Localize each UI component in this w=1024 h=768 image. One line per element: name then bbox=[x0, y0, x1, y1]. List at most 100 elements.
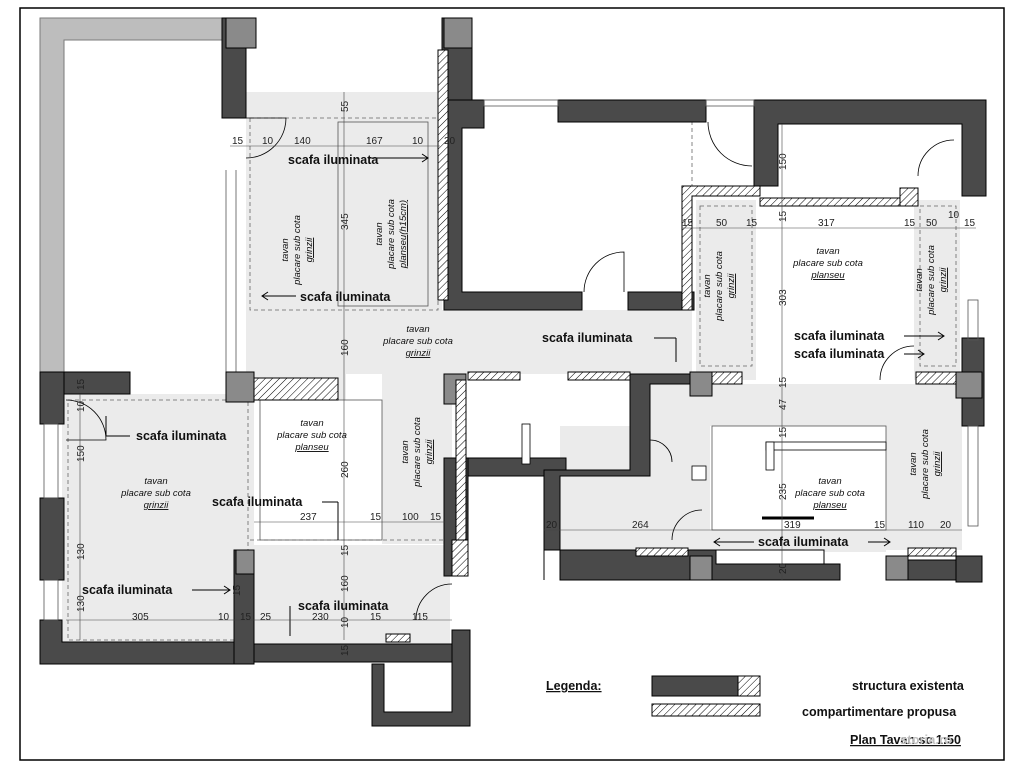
dim-text: 15 bbox=[964, 218, 976, 229]
dimension-lines bbox=[66, 92, 976, 640]
dim-text: 10 bbox=[218, 612, 230, 623]
dim-text: 15 bbox=[778, 210, 789, 222]
dim-text: 160 bbox=[340, 575, 351, 592]
ceiling-note: tavan bbox=[914, 268, 925, 291]
ceiling-note: grinzii bbox=[424, 439, 435, 465]
ceiling-note: placare sub cota bbox=[792, 258, 863, 269]
dim-text: 345 bbox=[340, 213, 351, 230]
ceiling-note: placare sub cota bbox=[276, 430, 347, 441]
legend-proposed-label: compartimentare propusa bbox=[802, 705, 957, 719]
dim-text: 140 bbox=[294, 136, 311, 147]
plan-scale-title: Plan Tavan sc 1:50 bbox=[850, 733, 961, 747]
ceiling-note: planseu(h15cm) bbox=[398, 200, 409, 269]
dim-text: 15 bbox=[778, 426, 789, 438]
dim-text: 10 bbox=[340, 616, 351, 628]
dim-text: 15 bbox=[240, 612, 252, 623]
ceiling-note: tavan bbox=[400, 440, 411, 463]
dim-text: 15 bbox=[682, 218, 694, 229]
dim-text: 230 bbox=[312, 612, 329, 623]
dim-text: 15 bbox=[232, 136, 244, 147]
dim-text: 20 bbox=[778, 562, 789, 574]
columns bbox=[225, 17, 983, 581]
dim-text: 47 bbox=[778, 398, 789, 410]
dim-text: 10 bbox=[76, 400, 87, 412]
ceiling-note: placare sub cota bbox=[926, 245, 937, 316]
ceiling-note: planseu bbox=[812, 500, 847, 511]
ceiling-note: placare sub cota bbox=[386, 199, 397, 270]
dim-text: 15 bbox=[904, 218, 916, 229]
dim-text: 130 bbox=[76, 543, 87, 560]
ceiling-note: tavan bbox=[816, 246, 839, 257]
ceiling-note: tavan bbox=[280, 238, 291, 261]
legend-existing-label: structura existenta bbox=[852, 679, 965, 693]
scafa-label: scafa iluminata bbox=[300, 290, 391, 304]
ceiling-notes: tavan placare sub cota grinzii tavan pla… bbox=[120, 199, 949, 511]
dim-text: 305 bbox=[132, 612, 149, 623]
legend: Legenda: structura existenta compartimen… bbox=[546, 675, 965, 747]
ceiling-note: placare sub cota bbox=[920, 429, 931, 500]
ceiling-note: tavan bbox=[908, 452, 919, 475]
ceiling-note: planseu bbox=[294, 442, 329, 453]
dimension-texts: 15 10 140 167 10 20 55 345 160 260 15 16… bbox=[76, 100, 976, 656]
dim-text: 20 bbox=[444, 136, 456, 147]
scafa-label: scafa iluminata bbox=[212, 495, 303, 509]
proposed-partitions bbox=[253, 49, 957, 643]
ceiling-zones bbox=[62, 92, 962, 645]
scafa-label: scafa iluminata bbox=[136, 429, 227, 443]
legend-title: Legenda: bbox=[546, 679, 602, 693]
dim-text: 55 bbox=[340, 100, 351, 112]
ceiling-note: grinzii bbox=[938, 267, 949, 293]
ceiling-note: grinzii bbox=[304, 237, 315, 263]
page-frame bbox=[19, 7, 1005, 761]
ceiling-note: grinzii bbox=[726, 273, 737, 299]
dim-text: 110 bbox=[908, 520, 924, 531]
dim-text: 15 bbox=[340, 644, 351, 656]
dim-text: 260 bbox=[340, 461, 351, 478]
scafa-label: scafa iluminata bbox=[758, 535, 849, 549]
dim-text: 150 bbox=[76, 445, 87, 462]
ceiling-note: tavan bbox=[406, 324, 429, 335]
ceiling-note: tavan bbox=[300, 418, 323, 429]
dim-text: 10 bbox=[412, 136, 424, 147]
dim-text: 15 bbox=[778, 376, 789, 388]
scafa-label: scafa iluminata bbox=[794, 329, 885, 343]
scafa-label: scafa iluminata bbox=[794, 347, 885, 361]
dim-text: 15 bbox=[370, 512, 382, 523]
scafa-label: scafa iluminata bbox=[288, 153, 379, 167]
ceiling-note: grinzii bbox=[406, 348, 432, 359]
dim-text: 15 bbox=[430, 512, 442, 523]
dim-text: 10 bbox=[948, 210, 960, 221]
dim-text: 15 bbox=[746, 218, 758, 229]
dim-text: 20 bbox=[940, 520, 952, 531]
ceiling-note: placare sub cota bbox=[292, 215, 303, 286]
outer-light-wall bbox=[39, 17, 227, 373]
dim-text: 25 bbox=[260, 612, 272, 623]
legend-proposed-swatch bbox=[651, 703, 761, 717]
dim-text: 317 bbox=[818, 218, 835, 229]
dim-text: 303 bbox=[778, 289, 789, 306]
dim-text: 15 bbox=[340, 544, 351, 556]
ceiling-note: placare sub cota bbox=[714, 251, 725, 322]
scafa-label: scafa iluminata bbox=[542, 331, 633, 345]
dim-text: 10 bbox=[262, 136, 274, 147]
ceiling-note: grinzii bbox=[144, 500, 170, 511]
ceiling-note: placare sub cota bbox=[120, 488, 191, 499]
dim-text: 235 bbox=[778, 483, 789, 500]
dim-text: 50 bbox=[926, 218, 938, 229]
scafa-label: scafa iluminata bbox=[298, 599, 389, 613]
ceiling-note: tavan bbox=[374, 222, 385, 245]
scafa-labels: scafa iluminata scafa iluminata scafa il… bbox=[82, 153, 885, 613]
dim-text: 20 bbox=[546, 520, 558, 531]
dim-text: 15 bbox=[232, 584, 243, 596]
ceiling-note: grinzii bbox=[932, 451, 943, 477]
dim-text: 15 bbox=[874, 520, 886, 531]
ceiling-note: placare sub cota bbox=[794, 488, 865, 499]
dim-text: 130 bbox=[76, 595, 87, 612]
dim-text: 264 bbox=[632, 520, 649, 531]
ceiling-note: tavan bbox=[702, 274, 713, 297]
dim-text: 167 bbox=[366, 136, 383, 147]
interior-lines bbox=[43, 99, 979, 621]
watermark: storia.ro bbox=[900, 732, 952, 747]
door-swings bbox=[65, 117, 955, 621]
